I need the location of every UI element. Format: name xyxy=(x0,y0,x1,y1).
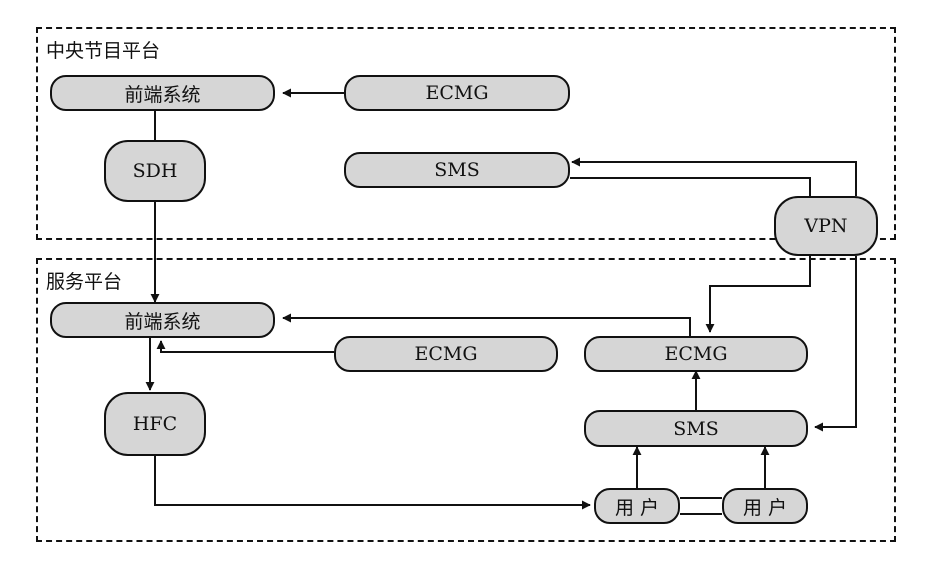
sdh-node: SDH xyxy=(104,140,206,202)
edge-vpn-to-service-ecmg xyxy=(705,256,811,333)
user-node-2: 用户 xyxy=(722,488,808,524)
service-ecmg-left-node: ECMG xyxy=(334,336,558,372)
edge-hfc-to-user xyxy=(154,456,591,510)
service-platform-region xyxy=(36,258,896,542)
central-platform-label: 中央节目平台 xyxy=(46,40,161,62)
central-sms-node: SMS xyxy=(344,152,570,188)
edge-vpn-to-central-sms xyxy=(571,157,857,196)
user-node-1: 用户 xyxy=(594,488,680,524)
vpn-node: VPN xyxy=(774,196,878,256)
central-ecmg-node: ECMG xyxy=(344,75,570,111)
edge-central-sms-to-vpn xyxy=(570,177,811,196)
central-frontend-node: 前端系统 xyxy=(50,75,275,111)
edge-vpn-to-service-sms xyxy=(814,256,857,432)
hfc-node: HFC xyxy=(104,392,206,456)
central-platform-region xyxy=(36,27,896,240)
service-sms-node: SMS xyxy=(584,410,808,447)
edge-service-ecmg-to-frontend xyxy=(282,313,691,336)
service-ecmg-right-node: ECMG xyxy=(584,336,808,372)
service-platform-label: 服务平台 xyxy=(46,271,123,293)
service-frontend-node: 前端系统 xyxy=(50,302,275,338)
edge-ecmg-left-to-frontend xyxy=(156,340,334,353)
